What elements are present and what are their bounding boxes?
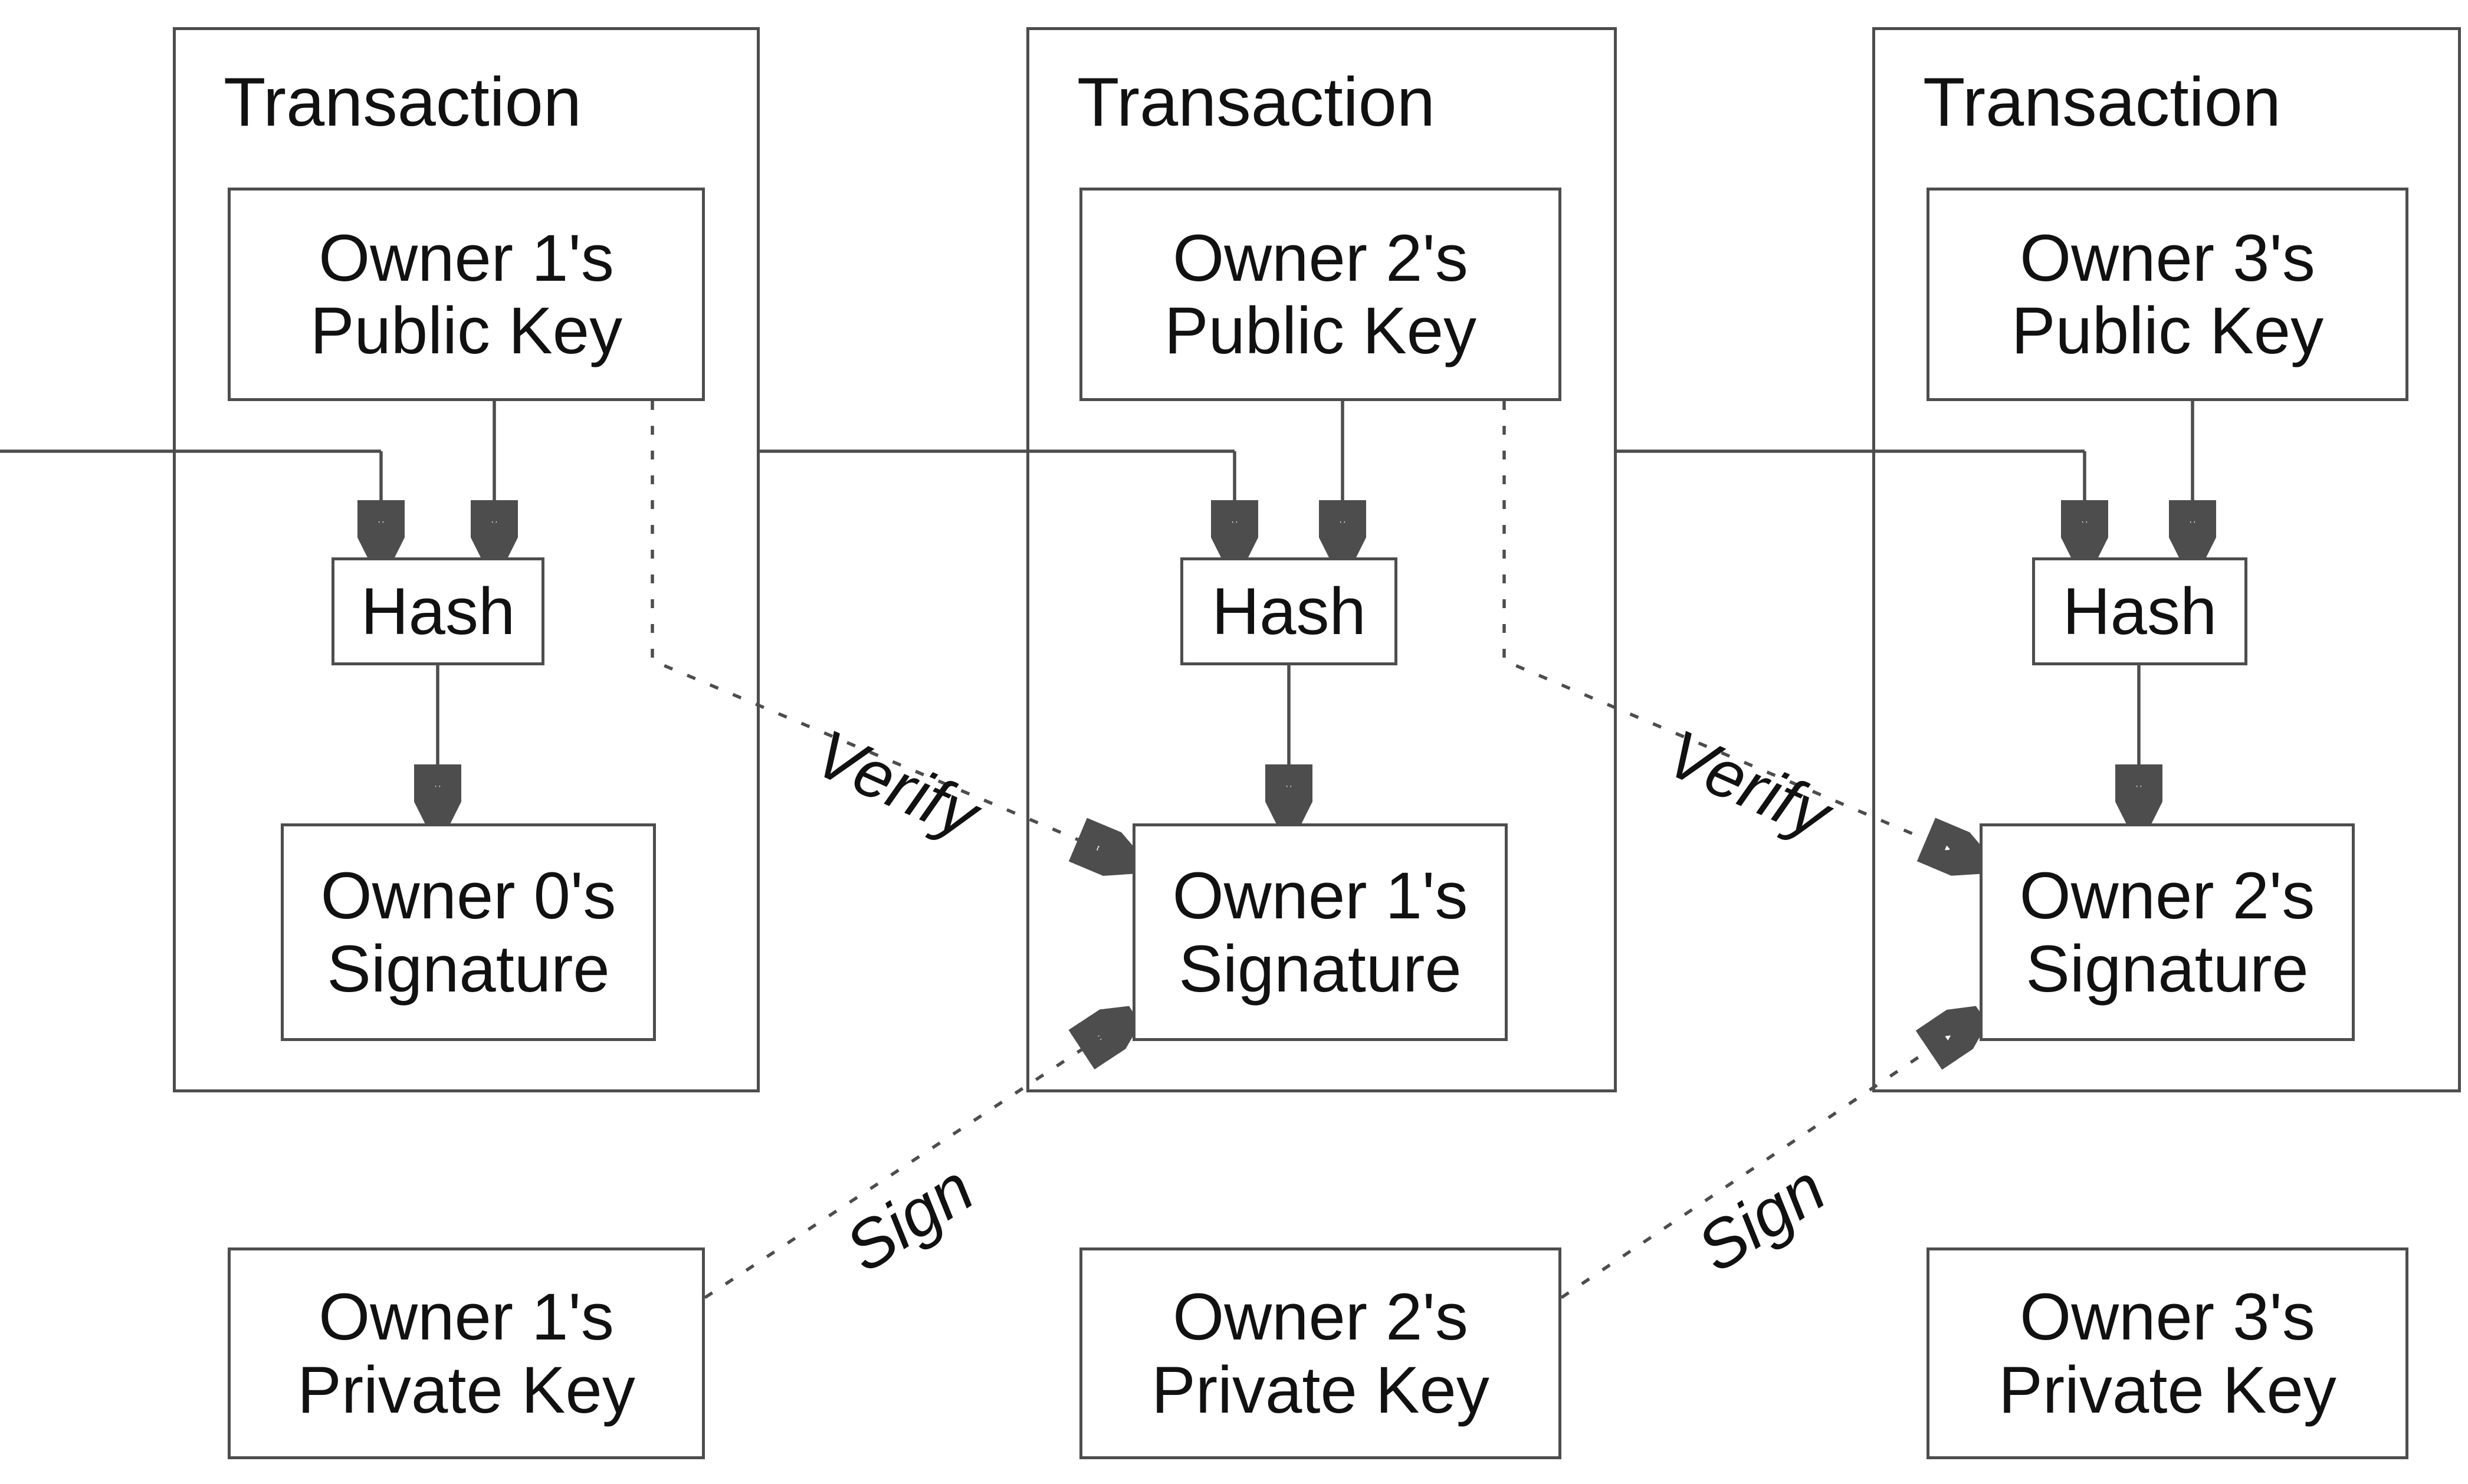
hash-box-1: Hash [332,557,544,665]
transaction-box-2 [1026,27,1617,1092]
signature-3-line1: Owner 2's [2019,859,2315,933]
hash-box-3: Hash [2032,557,2247,665]
verify-arrow-2 [1502,401,1977,861]
signature-1-line2: Signature [327,931,610,1006]
private-key-1-line2: Private Key [297,1352,635,1427]
public-key-box-2: Owner 2's Public Key [1079,188,1561,401]
signature-box-3: Owner 2's Signature [1980,823,2355,1041]
signature-1-line1: Owner 0's [320,859,616,933]
public-key-1-line2: Public Key [310,294,623,367]
public-key-3-line2: Public Key [2011,294,2324,367]
transaction-box-3 [1872,27,2461,1092]
private-key-3-line2: Private Key [1998,1352,2336,1427]
public-key-box-3: Owner 3's Public Key [1927,188,2408,401]
transaction-title-1: Transaction [224,63,582,140]
signature-2-line1: Owner 1's [1172,859,1468,933]
private-key-box-3: Owner 3's Private Key [1927,1247,2408,1459]
hash-box-2: Hash [1180,557,1397,665]
public-key-1-line1: Owner 1's [319,221,614,295]
sign-arrow-2 [1560,1019,1975,1299]
transaction-box-1 [173,27,760,1092]
hash-1-label: Hash [360,574,516,648]
signature-box-1: Owner 0's Signature [281,823,656,1041]
hash-3-label: Hash [2062,574,2217,648]
public-key-2-line1: Owner 2's [1173,221,1468,295]
transaction-title-2: Transaction [1077,63,1435,140]
private-key-2-line2: Private Key [1151,1352,1489,1427]
hash-2-label: Hash [1212,574,1366,648]
sign-arrow-1 [704,1019,1128,1299]
signature-3-line2: Signature [2026,931,2309,1006]
private-key-3-line1: Owner 3's [2020,1280,2315,1354]
public-key-3-line1: Owner 3's [2020,221,2315,295]
private-key-1-line1: Owner 1's [319,1280,614,1354]
private-key-2-line1: Owner 2's [1173,1280,1468,1354]
public-key-box-1: Owner 1's Public Key [228,188,705,401]
private-key-box-1: Owner 1's Private Key [228,1247,705,1459]
signature-2-line2: Signature [1179,931,1462,1006]
public-key-2-line2: Public Key [1164,294,1477,367]
private-key-box-2: Owner 2's Private Key [1079,1247,1561,1459]
transaction-title-3: Transaction [1923,63,2281,140]
signature-box-2: Owner 1's Signature [1133,823,1508,1041]
